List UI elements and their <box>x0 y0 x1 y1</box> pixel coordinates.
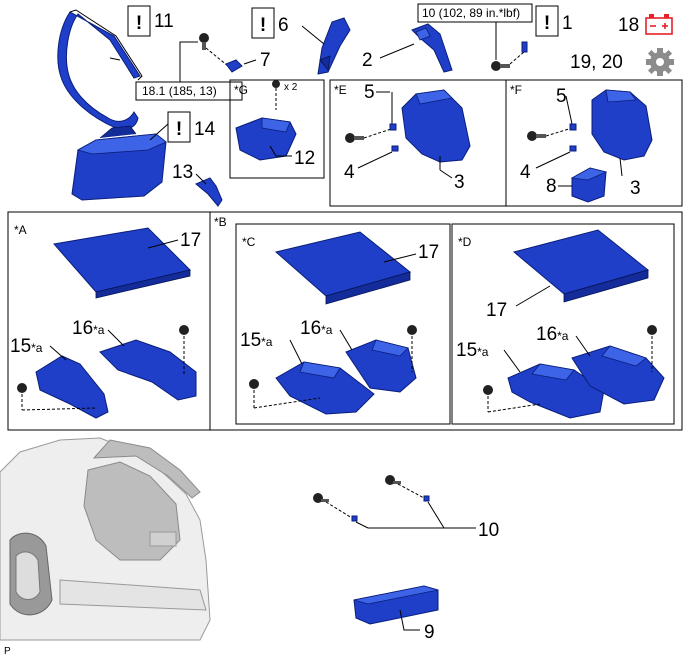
callout-15b: 15*a <box>240 330 273 351</box>
clip-10-left <box>313 493 329 503</box>
bolt-d-left <box>483 385 493 395</box>
bolt-a-left <box>17 383 27 393</box>
quantity-label: x 2 <box>284 82 298 93</box>
part-15-tray-d <box>507 363 605 419</box>
callout-8: 8 <box>546 176 557 197</box>
callout-11: 11 <box>154 11 174 32</box>
callout-1: 1 <box>562 13 573 34</box>
callout-12: 12 <box>294 148 315 169</box>
caution-mark-14: ! <box>176 119 182 140</box>
bolt-1 <box>491 61 510 71</box>
vehicle-rear-illustration <box>0 437 211 641</box>
part-2-trim <box>411 23 453 73</box>
part-13-trim <box>195 177 223 207</box>
bolt-7 <box>199 33 209 50</box>
clip-g <box>272 80 280 110</box>
part-4-clip-f <box>569 145 577 152</box>
bolt-f <box>527 131 546 141</box>
bolt-e <box>345 133 364 143</box>
gear-icon <box>646 48 674 76</box>
torque-box-1 <box>135 81 243 101</box>
callout-17b: 17 <box>418 242 439 263</box>
part-3-panel-e <box>401 89 471 163</box>
part-1-nut <box>521 41 528 53</box>
callout-5b: 5 <box>556 86 567 107</box>
part-11-weatherstrip <box>57 9 143 131</box>
caution-box-6 <box>251 7 275 39</box>
callout-5a: 5 <box>364 82 375 103</box>
callout-7: 7 <box>260 50 271 71</box>
callout-17a: 17 <box>180 230 201 251</box>
part-16-tray-a <box>99 339 197 401</box>
panel-outer <box>7 211 683 431</box>
part-8-block <box>570 167 608 203</box>
torque-value-2: 10 (102, 89 in.*lbf) <box>422 6 520 20</box>
part-10-clip-a <box>351 515 358 522</box>
callout-19-20: 19, 20 <box>570 52 623 73</box>
caution-box-14 <box>167 111 191 143</box>
part-17-deckboard-d <box>512 229 650 303</box>
part-17-deckboard-c <box>274 231 412 305</box>
callout-16c: 16*a <box>536 324 569 345</box>
panel-e-label: *E <box>334 83 347 97</box>
callout-17c: 17 <box>486 300 507 321</box>
caution-box-11 <box>127 5 151 37</box>
battery-icon <box>645 14 673 35</box>
callout-16b: 16*a <box>300 318 333 339</box>
callout-10: 10 <box>478 520 499 541</box>
callout-13: 13 <box>172 162 193 183</box>
part-17-deckboard-a <box>53 227 191 299</box>
bolt-d-right <box>647 325 657 335</box>
bolt-a-right <box>179 325 189 335</box>
caution-mark-11: ! <box>136 13 142 34</box>
part-9-sill <box>353 585 439 625</box>
part-6-trim <box>317 17 351 75</box>
part-12-bracket <box>235 117 297 161</box>
callout-4a: 4 <box>344 162 355 183</box>
panel-d-label: *D <box>458 235 472 249</box>
caution-mark-6: ! <box>260 15 266 36</box>
panel-f-label: *F <box>510 83 522 97</box>
part-14-box <box>71 125 167 201</box>
callout-3b: 3 <box>630 178 641 199</box>
callout-14: 14 <box>194 119 216 140</box>
part-4-clip-e <box>391 145 399 152</box>
bolt-c-left <box>249 379 259 389</box>
callout-2: 2 <box>362 50 373 71</box>
part-7-clip <box>225 59 243 73</box>
callout-15a: 15*a <box>10 336 43 357</box>
torque-box-2 <box>417 3 533 23</box>
panel-f <box>505 79 683 207</box>
panel-g-label: *G <box>234 83 248 97</box>
part-3-panel-f <box>591 89 653 161</box>
corner-mark: P <box>4 646 11 657</box>
torque-value-1: 18.1 (185, 13) <box>142 84 217 98</box>
callout-3a: 3 <box>454 172 465 193</box>
part-5-clip-e <box>389 123 397 131</box>
callout-9: 9 <box>424 622 435 643</box>
part-16-tray-d <box>571 345 665 405</box>
panel-d <box>451 223 675 425</box>
callout-4b: 4 <box>520 162 531 183</box>
panel-a-label: *A <box>14 223 27 237</box>
part-5-clip-f <box>569 123 577 131</box>
caution-box-1 <box>535 5 559 37</box>
panel-c <box>235 223 451 425</box>
callout-16a: 16*a <box>72 318 105 339</box>
part-16-tray-c <box>345 339 417 393</box>
callout-15c: 15*a <box>456 340 489 361</box>
caution-mark-1: ! <box>544 13 550 34</box>
panel-b-label: *B <box>214 215 227 229</box>
panel-g <box>229 79 325 179</box>
callout-18: 18 <box>618 15 639 36</box>
part-10-clip-b <box>423 495 430 502</box>
bolt-c-right <box>407 325 417 335</box>
part-15-tray-a <box>35 355 109 419</box>
callout-6: 6 <box>278 15 289 36</box>
panel-c-label: *C <box>242 235 256 249</box>
clip-10-right <box>385 475 401 485</box>
